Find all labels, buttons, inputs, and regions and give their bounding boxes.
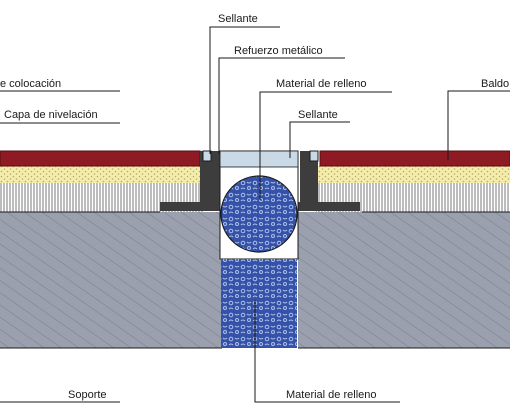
mortar-layer [0,166,510,183]
labels: Sellante Refuerzo metálico Material de r… [0,13,509,401]
label-baldosa: Baldo [481,78,509,90]
tile-layer [0,150,510,167]
label-sellante-top: Sellante [218,13,258,25]
filler-backer-rod [220,175,298,253]
label-capa-colocacion: e colocación [0,78,61,90]
leader-lines [0,26,510,403]
label-refuerzo-metalico: Refuerzo metálico [234,45,323,57]
filler-block [221,259,297,348]
support-layer [0,212,510,349]
label-material-relleno-bottom: Material de relleno [286,389,377,401]
label-sellante-right: Sellante [298,109,338,121]
leveling-layer [0,183,510,213]
label-material-relleno-top: Material de relleno [276,78,367,90]
label-capa-nivelacion: Capa de nivelación [4,109,98,121]
metal-reinforcement [160,151,360,211]
label-soporte: Soporte [68,389,107,401]
